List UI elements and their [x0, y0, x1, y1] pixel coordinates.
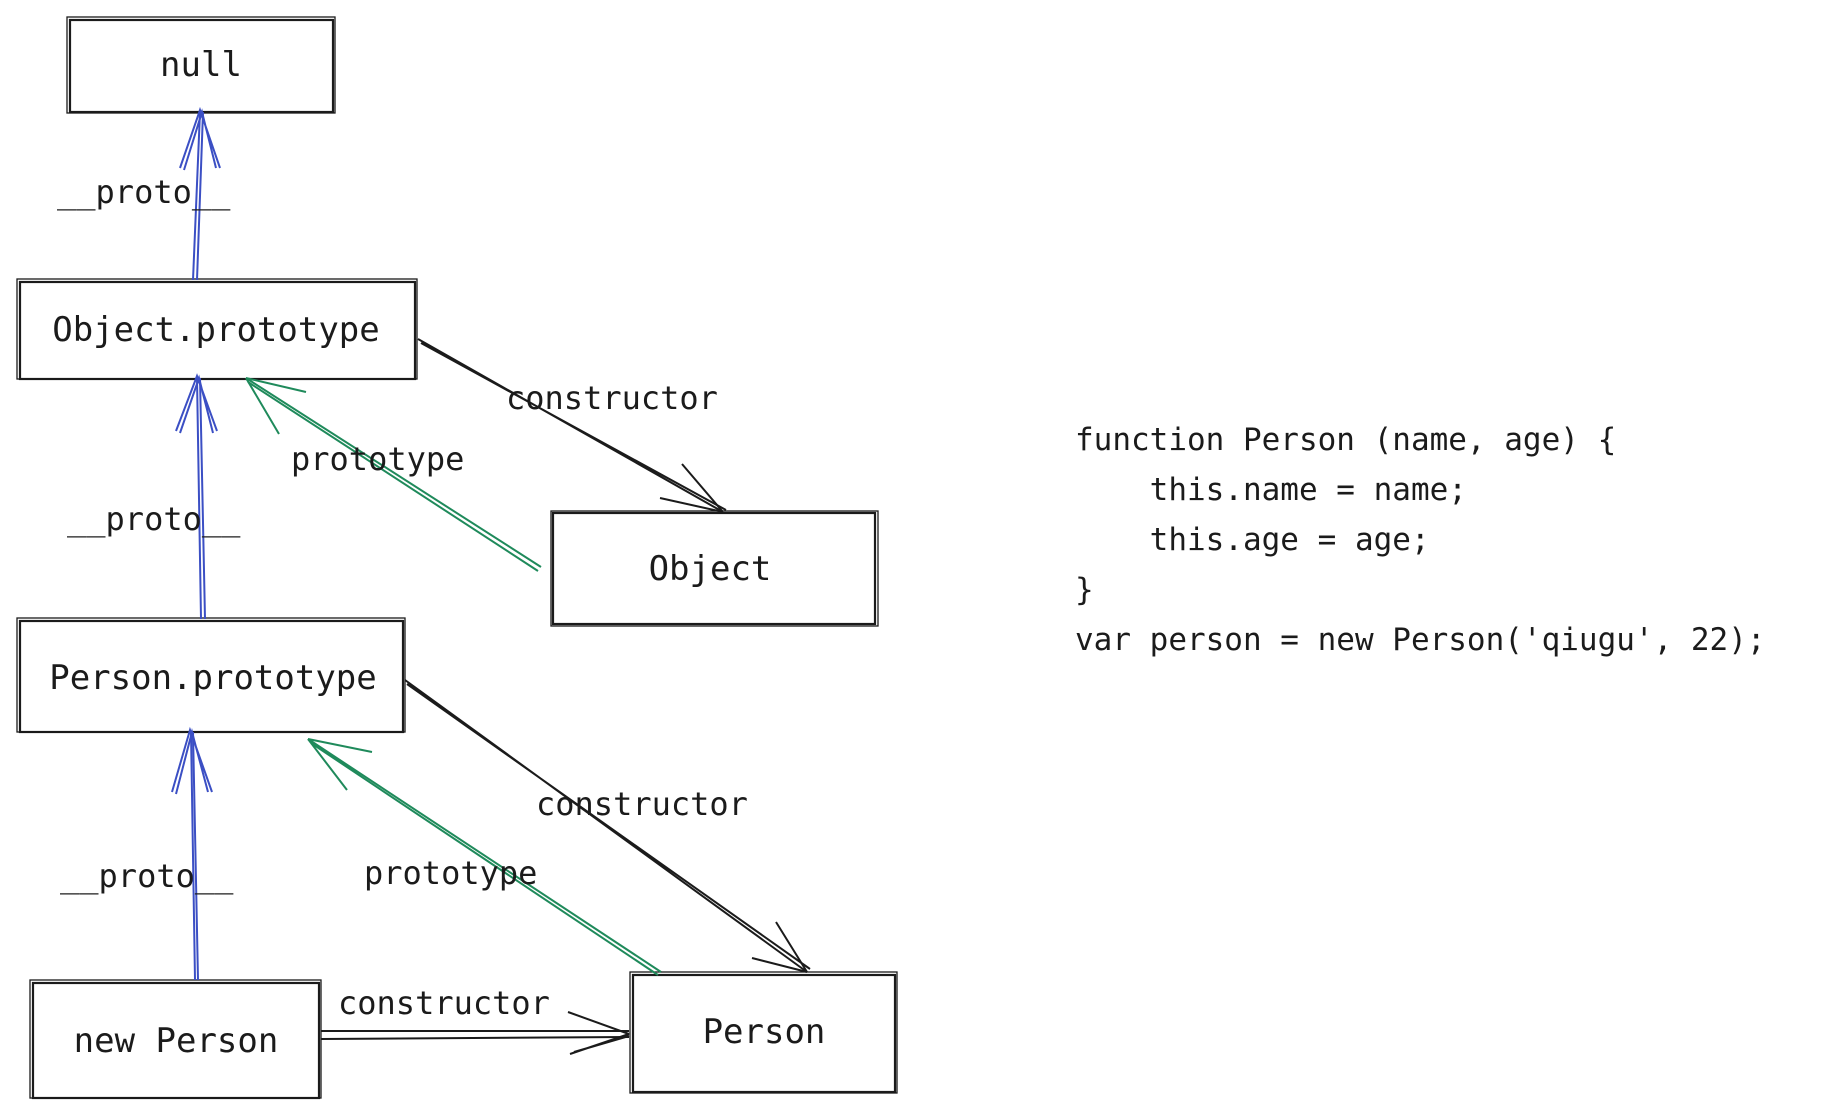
code-line-5: var person = new Person('qiugu', 22); [1075, 622, 1766, 658]
constructor-arrow-person-prototype-to-person [404, 679, 811, 973]
node-person: Person [629, 971, 898, 1094]
constructor-arrow-new-person-to-person [320, 1011, 630, 1055]
label-prototype-person: prototype [364, 854, 537, 892]
node-person-label: Person [703, 1012, 826, 1052]
code-line-1: function Person (name, age) { [1075, 422, 1616, 458]
code-line-2: this.name = name; [1075, 472, 1467, 508]
node-new-person: new Person [29, 979, 322, 1100]
label-constructor-new-person: constructor [338, 984, 550, 1022]
label-prototype-object: prototype [291, 440, 464, 478]
label-proto-bottom: __proto__ [60, 857, 234, 895]
prototype-arrow-object-to-object-prototype [245, 377, 542, 572]
proto-arrow-object-prototype-to-null [179, 106, 221, 281]
code-snippet: function Person (name, age) { this.name … [1075, 422, 1766, 658]
node-object-prototype: Object.prototype [16, 278, 418, 381]
node-new-person-label: new Person [74, 1021, 279, 1061]
node-person-prototype: Person.prototype [16, 617, 406, 734]
label-proto-top: __proto__ [57, 173, 231, 211]
code-line-3: this.age = age; [1075, 522, 1430, 558]
constructor-arrow-object-prototype-to-object [417, 338, 727, 513]
node-person-prototype-label: Person.prototype [49, 658, 377, 698]
node-object-prototype-label: Object.prototype [52, 310, 380, 350]
node-null: null [66, 16, 336, 114]
prototype-arrow-person-to-person-prototype [307, 738, 662, 976]
label-constructor-person: constructor [536, 785, 748, 823]
label-proto-mid: __proto__ [67, 500, 241, 538]
proto-arrow-person-prototype-to-object-prototype [175, 373, 218, 620]
node-object: Object [550, 510, 879, 627]
label-constructor-object: constructor [506, 379, 718, 417]
proto-arrow-new-person-to-person-prototype [171, 726, 213, 981]
node-null-label: null [160, 45, 242, 85]
code-line-4: } [1075, 572, 1094, 608]
node-object-label: Object [649, 549, 772, 589]
